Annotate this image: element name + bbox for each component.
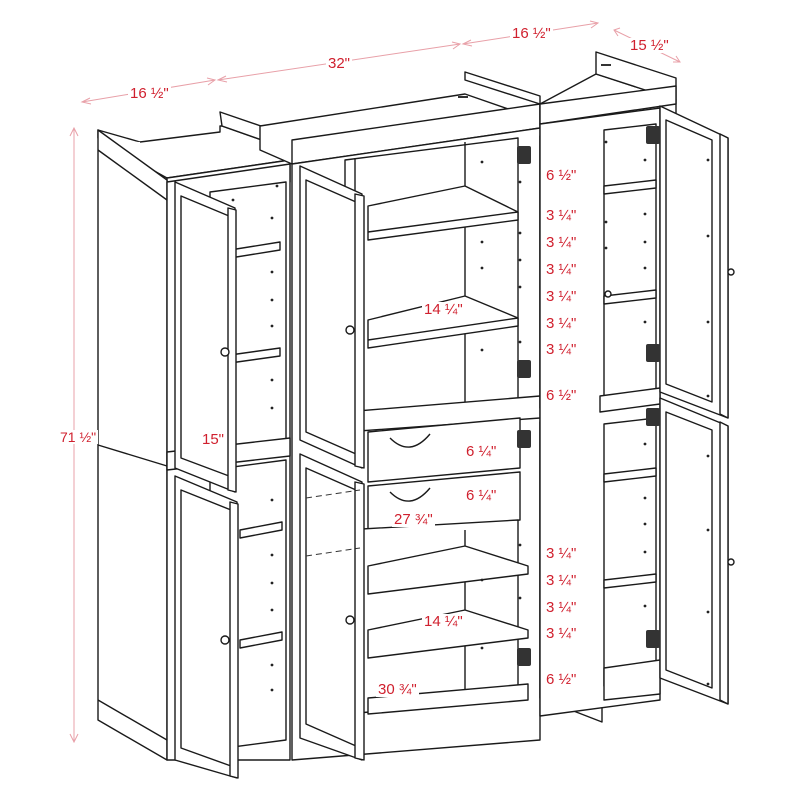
spacing-lower-2: 3 ¼": [544, 572, 579, 589]
spacing-lower-3: 3 ¼": [544, 599, 579, 616]
dimension-upper-shelf-depth: 14 ¼": [422, 301, 465, 318]
dimension-height: 71 ½": [58, 429, 99, 445]
dimension-lower-inner-width: 30 ¾": [376, 681, 419, 698]
dimension-drawer-width: 27 ¾": [392, 511, 435, 528]
dimension-drawer-height-2: 6 ¼": [464, 487, 499, 504]
spacing-upper-2: 3 ¼": [544, 207, 579, 224]
spacing-upper-6: 3 ¼": [544, 315, 579, 332]
hinge-icon: [517, 146, 531, 666]
dimension-depth: 15 ½": [628, 37, 671, 54]
dimension-left-width: 16 ½": [128, 85, 171, 102]
spacing-upper-5: 3 ¼": [544, 288, 579, 305]
spacing-upper-1: 6 ½": [544, 167, 579, 184]
center-cabinet: [259, 71, 603, 761]
left-cabinet: [97, 111, 291, 779]
hinge-icon: [646, 126, 660, 648]
spacing-lower-1: 3 ¼": [544, 545, 579, 562]
spacing-lower-4: 3 ¼": [544, 625, 579, 642]
dimension-drawer-height-1: 6 ¼": [464, 443, 499, 460]
spacing-upper-4: 3 ¼": [544, 261, 579, 278]
right-cabinet: [539, 51, 735, 717]
spacing-upper-8: 6 ½": [544, 387, 579, 404]
dimension-right-width: 16 ½": [510, 25, 553, 42]
dimension-center-width: 32": [326, 55, 353, 72]
spacing-lower-5: 6 ½": [544, 671, 579, 688]
spacing-upper-3: 3 ¼": [544, 234, 579, 251]
dimension-lower-shelf-depth: 14 ¼": [422, 613, 465, 630]
dimension-side-inner-depth: 15": [200, 431, 227, 448]
spacing-upper-7: 3 ¼": [544, 341, 579, 358]
